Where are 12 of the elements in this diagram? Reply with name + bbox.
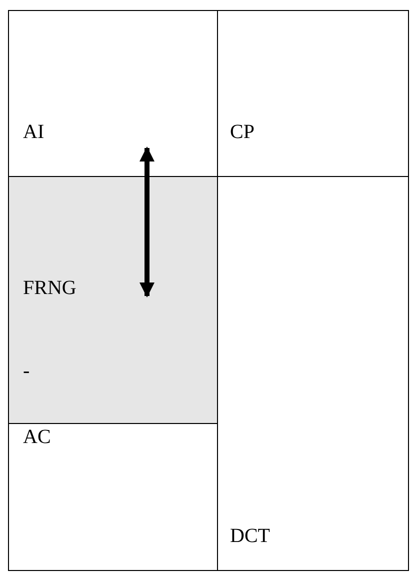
grid-cell bbox=[217, 176, 409, 571]
cell-label: - bbox=[23, 360, 30, 382]
grid-cell bbox=[217, 10, 409, 177]
grid-cell bbox=[8, 423, 218, 571]
cell-label: AI bbox=[23, 121, 44, 143]
cell-label: CP bbox=[230, 121, 254, 143]
cell-label: AC bbox=[23, 426, 51, 448]
cell-label: FRNG bbox=[23, 277, 76, 299]
cell-label: DCT bbox=[230, 525, 270, 547]
double-arrow bbox=[140, 146, 154, 298]
grid-cell bbox=[8, 10, 218, 177]
grid-cell bbox=[8, 176, 218, 424]
